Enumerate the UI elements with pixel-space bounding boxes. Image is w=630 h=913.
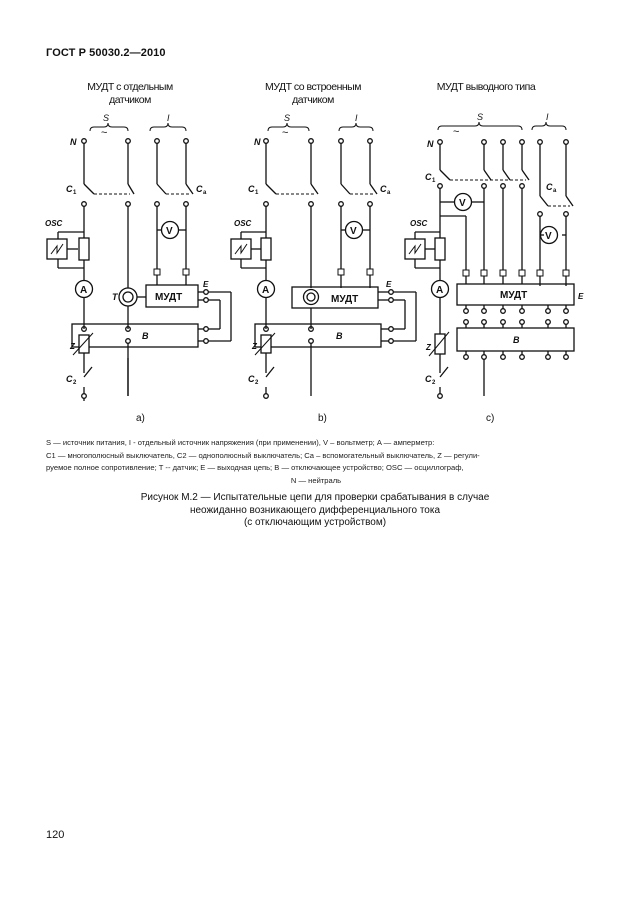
- c2-c-label: C: [425, 374, 432, 384]
- output-E-a-label: E: [203, 280, 209, 289]
- document-header: ГОСТ Р 50030.2—2010: [46, 47, 166, 59]
- c2-b-label: C: [248, 374, 255, 384]
- ca-label: C: [196, 184, 203, 194]
- legend-line2: C1 — многополюсный выключатель, C2 — одн…: [46, 450, 480, 460]
- c1-c-subscript: 1: [432, 178, 436, 184]
- ac-tilde: ~: [101, 127, 107, 139]
- trip-device-B-a-label: B: [142, 331, 149, 341]
- c1-subscript: 1: [73, 190, 77, 196]
- caption-line3: (с отключающим устройством): [243, 517, 387, 528]
- ac-tilde-c: ~: [453, 126, 459, 138]
- c2-a-subscript: 2: [73, 380, 77, 386]
- c1-label: C: [66, 184, 73, 194]
- mudt-c-terminals: [463, 305, 569, 328]
- source-S-label: S: [103, 113, 109, 123]
- voltmeter-a-label: V: [166, 226, 173, 237]
- trip-device-B-c: [456, 327, 575, 352]
- caption-line2: неожиданно возникающего дифференциальног…: [189, 504, 441, 516]
- caption-line1: Рисунок М.2 — Испытательные цепи для про…: [140, 492, 490, 503]
- legend-line4: N — нейтраль: [290, 475, 342, 485]
- ac-tilde-b: ~: [282, 127, 288, 139]
- voltmeter-a: [160, 220, 180, 240]
- mudt-c-label: МУДТ: [500, 290, 527, 301]
- source-S-label-c: S: [477, 112, 483, 122]
- voltmeter-c1: [453, 192, 473, 212]
- mudt-a-label: МУДТ: [155, 292, 182, 303]
- c2-b-subscript: 2: [255, 380, 259, 386]
- impedance-Z-b-label: Z: [251, 342, 258, 351]
- panel-c-letter: c): [486, 413, 494, 424]
- source-I-label-c: I: [546, 112, 549, 122]
- source-S-label-b: S: [284, 113, 290, 123]
- output-E-b-label: E: [386, 280, 392, 289]
- sensor-T-label: T: [112, 292, 119, 302]
- ammeter-b-label: A: [262, 285, 269, 296]
- voltmeter-b: [344, 220, 364, 240]
- voltmeter-c2: [539, 225, 559, 245]
- source-I-label: I: [167, 113, 170, 123]
- mudt-b: [291, 286, 379, 309]
- mudt-b-label: МУДТ: [331, 294, 358, 305]
- page-number: 120: [46, 829, 65, 841]
- panel-a-title: МУДТ с отдельным датчиком: [70, 81, 190, 107]
- ammeter-c: [430, 279, 450, 299]
- ammeter-a: [74, 279, 94, 299]
- c1-b-subscript: 1: [255, 190, 259, 196]
- neutral-N-label-b: N: [254, 137, 261, 147]
- mudt-c: [456, 283, 575, 306]
- panel-a-title-line1: МУДТ с отдельным: [87, 81, 173, 93]
- c2-c-subscript: 2: [432, 380, 436, 386]
- panel-a-title-line2: датчиком: [109, 94, 151, 106]
- neutral-N-label-c: N: [427, 139, 434, 149]
- voltmeter-c2-label: V: [545, 231, 552, 242]
- panel-c-title-line1: МУДТ выводного типа: [436, 81, 536, 93]
- figure-caption: Рисунок М.2 — Испытательные цепи для про…: [60, 492, 570, 530]
- ammeter-b: [256, 279, 276, 299]
- osc-c-label: OSC: [410, 219, 428, 228]
- ammeter-c-label: A: [436, 285, 443, 296]
- voltmeter-c1-label: V: [459, 198, 466, 209]
- mudt-a: [145, 284, 199, 308]
- figure-legend: S — источник питания, I - отдельный исто…: [46, 437, 586, 487]
- neutral-N-label: N: [70, 137, 77, 147]
- panel-b-title: МУДТ со встроенным датчиком: [248, 81, 378, 107]
- ca-c-subscript: a: [553, 188, 557, 194]
- voltmeter-b-label: V: [350, 226, 357, 237]
- panel-a-circuit: S ~ I N C 1 C a V OSC: [45, 113, 232, 424]
- impedance-Z-c-label: Z: [425, 343, 432, 352]
- panel-c-circuit: S ~ I N C 1 C a V V: [404, 112, 584, 424]
- panel-c-title: МУДТ выводного типа: [420, 81, 552, 94]
- panel-b-circuit: S ~ I N C 1 C a V OSC A: [230, 113, 417, 424]
- panel-b-letter: b): [318, 413, 327, 424]
- ammeter-a-label: A: [80, 285, 87, 296]
- panel-b-title-line1: МУДТ со встроенным: [265, 81, 361, 93]
- ca-c-label: C: [546, 182, 553, 192]
- panel-b-title-line2: датчиком: [292, 94, 334, 106]
- sensor-T: [118, 287, 138, 307]
- c1-c-label: C: [425, 172, 432, 182]
- ca-b-subscript: a: [387, 190, 391, 196]
- trip-device-B-a: [71, 323, 199, 348]
- trip-device-B-b: [254, 323, 382, 348]
- legend-line3: руемое полное сопротивление; T -- датчик…: [46, 463, 464, 472]
- legend-line1: S — источник питания, I - отдельный исто…: [46, 438, 435, 447]
- osc-b-label: OSC: [234, 219, 252, 228]
- c2-a-label: C: [66, 374, 73, 384]
- output-E-c-label: E: [578, 292, 584, 301]
- impedance-Z-a-label: Z: [69, 342, 76, 351]
- trip-device-B-b-label: B: [336, 331, 343, 341]
- trip-device-B-c-label: B: [513, 335, 520, 345]
- panel-a-letter: a): [136, 413, 145, 424]
- ca-b-label: C: [380, 184, 387, 194]
- osc-a-label: OSC: [45, 219, 63, 228]
- ca-subscript: a: [203, 190, 207, 196]
- source-I-label-b: I: [355, 113, 358, 123]
- c1-b-label: C: [248, 184, 255, 194]
